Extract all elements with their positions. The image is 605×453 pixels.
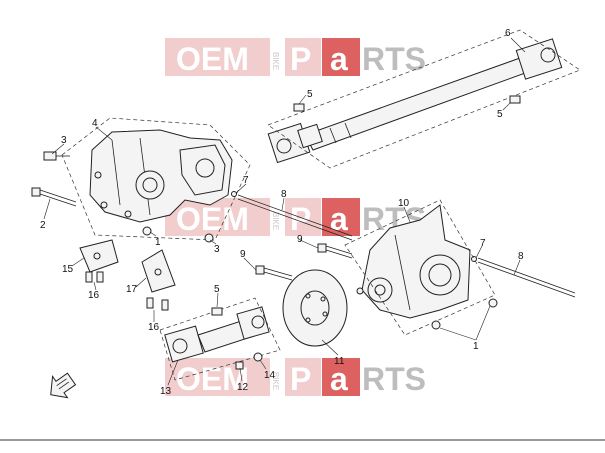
- assembly-outline-rear-shaft: [159, 297, 281, 381]
- callout-2: 2: [40, 220, 46, 231]
- callout-17: 17: [126, 284, 138, 295]
- callout-6: 6: [505, 28, 511, 39]
- bolts-16a: [85, 271, 104, 283]
- nut-1b: [431, 298, 498, 330]
- callout-3a: 3: [61, 135, 67, 146]
- bolt-12: [235, 361, 244, 370]
- arrow-icon: [50, 372, 77, 399]
- callout-14: 14: [264, 370, 276, 381]
- svg-text:P: P: [290, 361, 311, 397]
- screw-3b: [204, 233, 214, 243]
- callout-5b: 5: [497, 109, 503, 120]
- callout-4: 4: [92, 118, 98, 129]
- long-bolt-8a: [237, 194, 353, 241]
- svg-text:OEM: OEM: [176, 201, 249, 237]
- bolt-2: [31, 187, 77, 207]
- bolt-5a: [293, 94, 307, 112]
- nut-1a: [142, 226, 152, 236]
- assembly-outline-gearcase: [61, 117, 251, 241]
- bolt-5c: [211, 307, 223, 316]
- callout-12: 12: [237, 382, 249, 393]
- rear-differential-10: [356, 204, 471, 319]
- pin-7a: [231, 191, 237, 197]
- long-bolt-8b: [477, 257, 576, 298]
- nut-14: [253, 352, 263, 362]
- watermark-bottom: OEM BIKE P a RTS: [165, 358, 426, 397]
- svg-text:BIKE: BIKE: [271, 372, 280, 390]
- leader-lines: [43, 37, 526, 386]
- bracket-15: [79, 239, 119, 273]
- callout-7b: 7: [480, 238, 486, 249]
- bolt-9b: [255, 265, 293, 281]
- assembly-outline-differential: [344, 199, 496, 336]
- callout-3b: 3: [214, 244, 220, 255]
- callout-5c: 5: [214, 284, 220, 295]
- svg-text:P: P: [290, 201, 311, 237]
- callout-9b: 9: [240, 249, 246, 260]
- callout-8a: 8: [281, 189, 287, 200]
- svg-text:RTS: RTS: [362, 361, 426, 397]
- callout-5a: 5: [307, 89, 313, 100]
- callout-9a: 9: [297, 234, 303, 245]
- front-gearcase-4: [89, 129, 233, 223]
- svg-text:BIKE: BIKE: [271, 52, 280, 70]
- callout-1b: 1: [473, 341, 479, 352]
- callout-10: 10: [398, 198, 410, 209]
- callout-11: 11: [334, 356, 345, 367]
- svg-text:a: a: [330, 201, 348, 237]
- svg-text:a: a: [330, 41, 348, 77]
- rear-shaft-13: [164, 306, 270, 363]
- callout-1a: 1: [155, 237, 161, 248]
- screw-3a: [43, 151, 70, 161]
- svg-text:RTS: RTS: [362, 41, 426, 77]
- brake-disc-11: [282, 269, 348, 347]
- svg-text:a: a: [330, 361, 348, 397]
- callout-8b: 8: [518, 251, 524, 262]
- svg-text:P: P: [290, 41, 311, 77]
- bolt-9a: [317, 243, 353, 259]
- callout-7a: 7: [243, 175, 249, 186]
- svg-text:OEM: OEM: [176, 41, 249, 77]
- bolt-5b: [502, 95, 521, 111]
- bolts-16b: [146, 297, 169, 311]
- callout-15: 15: [62, 264, 74, 275]
- watermark-top: OEM BIKE P a RTS: [165, 38, 426, 77]
- callout-numbers: 6 5 5 4 3 2 1 3 7 8 9 9 10 7 8 1 11 15 1…: [40, 28, 524, 397]
- svg-text:BIKE: BIKE: [271, 212, 280, 230]
- callout-13: 13: [160, 386, 172, 397]
- propeller-shaft-6: [267, 38, 563, 164]
- callout-16a: 16: [88, 290, 100, 301]
- bracket-17: [141, 249, 176, 293]
- callout-16b: 16: [148, 322, 160, 333]
- pin-7b: [471, 256, 477, 262]
